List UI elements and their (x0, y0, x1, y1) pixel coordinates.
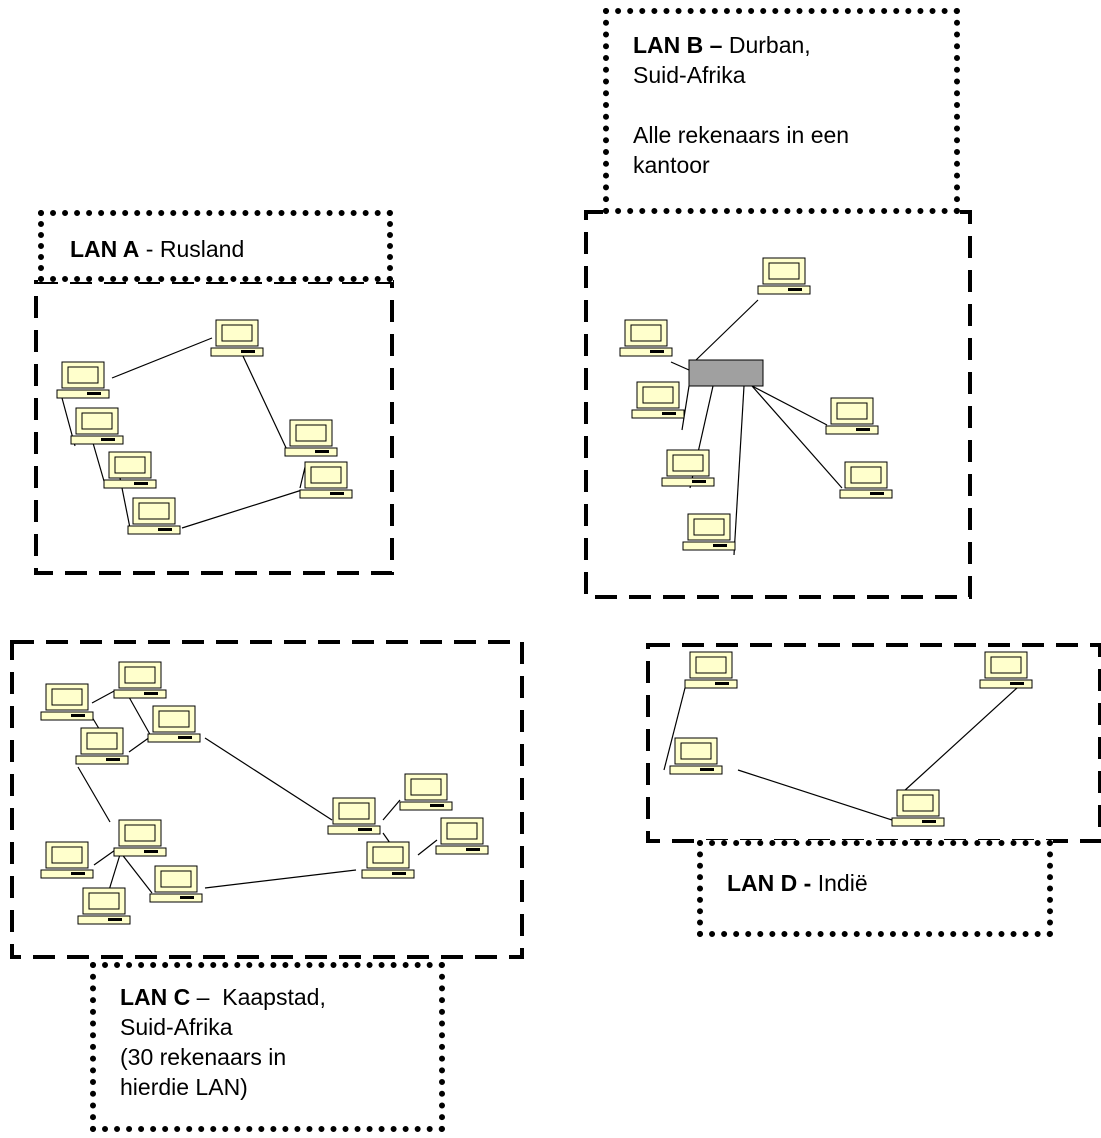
lan-b-name: LAN B (633, 32, 704, 58)
lan-b-separator: – (703, 32, 729, 58)
lan-b-computer (619, 319, 673, 357)
lan-b-label: LAN B – Durban, Suid-Afrika Alle rekenaa… (603, 8, 960, 214)
lan-a-computer (103, 451, 157, 489)
lan-b-computer (631, 381, 685, 419)
lan-c-computer (435, 817, 489, 855)
lan-c-computer (399, 773, 453, 811)
lan-c-computer (113, 819, 167, 857)
lan-d-location: Indië (817, 870, 868, 896)
lan-a-separator: - (139, 236, 160, 262)
lan-c-title: LAN C – Kaapstad, (120, 982, 439, 1012)
lan-d-name: LAN D (727, 870, 798, 896)
lan-a-computer (284, 419, 338, 457)
lan-b-note-line1: Alle rekenaars in een (633, 122, 850, 148)
lan-b-computer (661, 449, 715, 487)
lan-c-separator: – (190, 984, 223, 1010)
lan-b-computer (825, 397, 879, 435)
lan-c-location-line1: Kaapstad, (222, 984, 326, 1010)
lan-a-computer (56, 361, 110, 399)
lan-a-computer (70, 407, 124, 445)
lan-d-computer (979, 651, 1033, 689)
lan-b-location-line2: Suid-Afrika (633, 62, 746, 88)
network-switch (688, 359, 764, 387)
lan-c-computer (77, 887, 131, 925)
lan-a-boundary (34, 280, 394, 575)
lan-a-name: LAN A (70, 236, 140, 262)
lan-d-computer (684, 651, 738, 689)
lan-c-computer (327, 797, 381, 835)
lan-c-note-line1: (30 rekenaars in (120, 1044, 287, 1070)
lan-a-computer (299, 461, 353, 499)
lan-a-label: LAN A - Rusland (38, 210, 393, 282)
lan-d-connections (663, 687, 1018, 821)
lan-d-separator: - (797, 870, 818, 896)
lan-c-boundary (10, 640, 524, 959)
lan-d-computer (891, 789, 945, 827)
lan-a-computer (127, 497, 181, 535)
lan-c-note-line2: hierdie LAN) (120, 1074, 248, 1100)
lan-c-computer (361, 841, 415, 879)
lan-b-computer (682, 513, 736, 551)
lan-b-computer (757, 257, 811, 295)
lan-a-title: LAN A - Rusland (70, 234, 387, 264)
lan-c-computer (113, 661, 167, 699)
lan-d-computer (669, 737, 723, 775)
lan-b-computer (839, 461, 893, 499)
lan-d-boundary (646, 643, 1101, 843)
lan-c-name: LAN C (120, 984, 191, 1010)
lan-c-computer (40, 841, 94, 879)
lan-c-label: LAN C – Kaapstad, Suid-Afrika (30 rekena… (90, 962, 445, 1132)
lan-b-connections (670, 299, 843, 556)
lan-d-label: LAN D - Indië (697, 840, 1053, 937)
lan-a-computer (210, 319, 264, 357)
lan-b-location-line1: Durban, (728, 32, 811, 58)
lan-c-computer (147, 705, 201, 743)
lan-c-computer (40, 683, 94, 721)
lan-d-title: LAN D - Indië (727, 868, 1047, 898)
lan-c-location-line2: Suid-Afrika (120, 1014, 233, 1040)
lan-c-computer (75, 727, 129, 765)
lan-a-location: Rusland (159, 236, 245, 262)
lan-b-note-line2: kantoor (633, 152, 710, 178)
lan-c-computer (149, 865, 203, 903)
lan-b-title: LAN B – Durban, (633, 30, 954, 60)
